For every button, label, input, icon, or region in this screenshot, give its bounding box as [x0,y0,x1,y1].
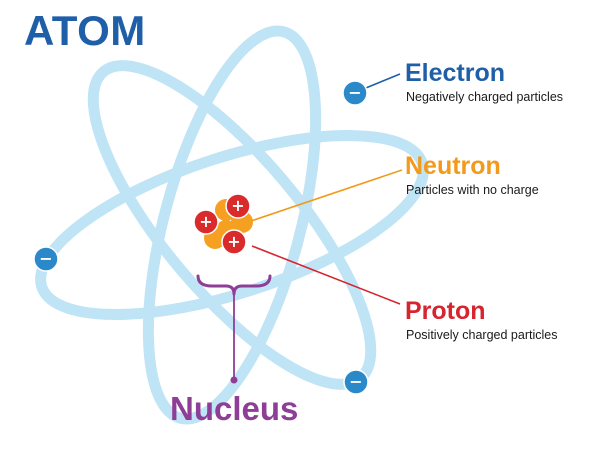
svg-text:−: − [349,372,362,391]
proton-description: Positively charged particles [406,328,558,342]
electron-particle: − [342,80,368,106]
orbit-horizontal [35,130,429,320]
svg-text:−: − [39,249,52,268]
proton-particle: + [193,209,219,235]
proton-label: Proton [405,297,486,325]
svg-text:+: + [199,212,212,231]
svg-text:+: + [231,196,244,215]
electron-particle: − [33,246,59,272]
page-title: ATOM [24,7,146,54]
nucleus-label: Nucleus [170,390,299,427]
nucleus: + + + [193,193,253,255]
svg-text:−: − [348,83,361,102]
nucleus-bracket [196,274,272,384]
electron-description: Negatively charged particles [406,90,564,104]
proton-leader-line [251,245,401,305]
orbit-tilted-right [142,25,322,425]
electron-particle: − [343,369,369,395]
proton-particle: + [221,229,247,255]
electron-label: Electron [405,59,506,87]
proton-particle: + [225,193,251,219]
svg-text:+: + [227,232,240,251]
neutron-label: Neutron [405,152,501,180]
neutron-leader-line [247,169,403,223]
neutron-description: Particles with no charge [406,183,539,197]
